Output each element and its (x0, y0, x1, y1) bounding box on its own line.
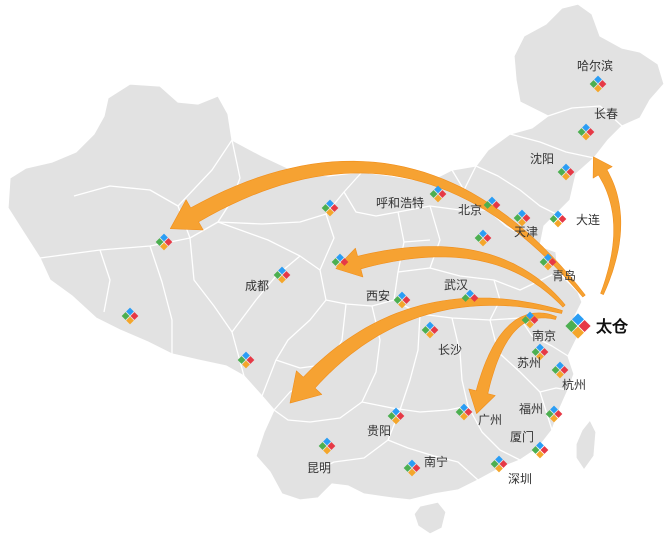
city-label-dalian: 大连 (576, 212, 600, 227)
city-label-nanjing: 南京 (532, 328, 556, 343)
route-arrow-to-xian (335, 246, 566, 308)
city-marker-nanjing (521, 311, 539, 329)
route-arrow-to-xinjiang (170, 160, 586, 298)
city-label-suzhou: 苏州 (517, 356, 541, 370)
city-label-guiyang: 贵阳 (367, 424, 391, 438)
route-arrow-to-dongbei (592, 156, 622, 295)
hainan-island (413, 501, 447, 535)
city-label-xian: 西安 (366, 288, 390, 303)
city-label-huhehaote: 呼和浩特 (376, 195, 424, 210)
city-label-fuzhou: 福州 (519, 401, 543, 416)
city-label-kunming: 昆明 (307, 461, 331, 475)
city-marker-tianjin (513, 209, 531, 227)
city-marker-shenyang (557, 163, 575, 181)
city-label-beijing: 北京 (458, 203, 482, 217)
city-marker-qingdao (539, 253, 557, 271)
city-label-qingdao: 青岛 (552, 268, 576, 283)
city-label-guangzhou: 广州 (478, 413, 502, 427)
city-label-changsha: 长沙 (438, 343, 462, 357)
city-label-wuhan: 武汉 (444, 278, 468, 292)
city-marker-haerbin (589, 75, 607, 93)
city-marker-suzhou (531, 343, 549, 361)
route-arrow-to-yunnan (289, 297, 563, 404)
city-label-shenyang: 沈阳 (530, 151, 554, 166)
city-label-changchun: 长春 (594, 107, 618, 121)
city-label-xiamen: 厦门 (510, 429, 534, 444)
city-marker-dalian (549, 210, 567, 228)
city-marker-changchun (577, 123, 595, 141)
hub-label: 太仓 (595, 317, 629, 336)
taiwan-island (575, 418, 597, 472)
city-marker-fuzhou (545, 405, 563, 423)
city-marker-hangzhou (551, 361, 569, 379)
china-landmass (7, 3, 665, 535)
province-borders (39, 105, 623, 481)
city-label-chengdu: 成都 (245, 279, 269, 293)
city-label-nanning: 南宁 (424, 454, 448, 469)
mainland-outline (7, 3, 665, 501)
city-label-shenzhen: 深圳 (508, 472, 532, 486)
city-label-tianjin: 天津 (514, 225, 538, 239)
city-label-hangzhou: 杭州 (562, 377, 586, 392)
city-label-haerbin: 哈尔滨 (577, 58, 613, 73)
city-marker-xiamen (531, 441, 549, 459)
shipping-routes (170, 156, 622, 414)
city-labels: 哈尔滨长春沈阳大连 呼和浩特北京天津青岛成都西安 武汉南京苏州杭州 长沙福州广州贵阳 厦… (245, 58, 629, 486)
